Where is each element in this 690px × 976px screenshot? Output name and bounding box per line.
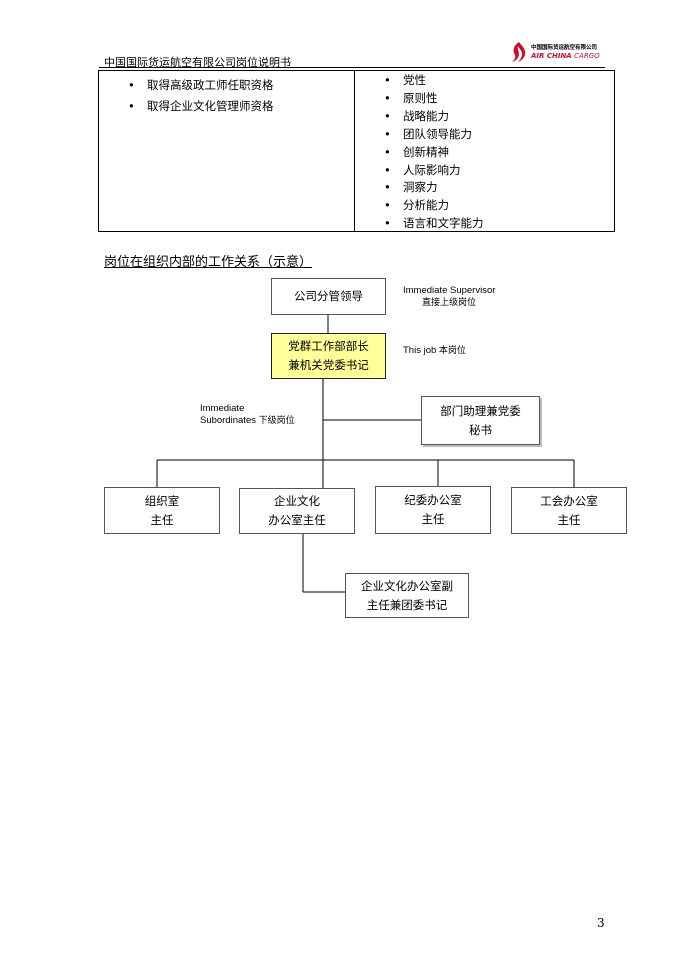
subordinates-annotation: Immediate Subordinates 下级岗位 xyxy=(200,403,295,427)
document-title: 中国国际货运航空有限公司岗位说明书 xyxy=(104,56,291,69)
org-box-label: 纪委办公室 xyxy=(404,493,462,507)
org-box-label: 企业文化办公室副 xyxy=(361,578,453,593)
org-box-label: 主任 xyxy=(421,512,445,526)
qualification-list: 取得高级政工师任职资格 取得企业文化管理师资格 xyxy=(123,75,274,117)
annotation-en: Immediate xyxy=(200,403,245,414)
annotation-en: Immediate Supervisor xyxy=(403,285,496,296)
list-item: 分析能力 xyxy=(379,197,484,215)
org-box-label: 主任兼团委书记 xyxy=(366,597,448,612)
org-box-label: 组织室 xyxy=(144,493,180,508)
org-box-sub-culture-deputy: 企业文化办公室副 主任兼团委书记 xyxy=(345,573,469,618)
company-logo: 中国国际货运航空有限公司 AIR CHINA CARGO xyxy=(510,41,606,65)
this-job-annotation: This job 本岗位 xyxy=(403,345,466,357)
org-box-label: 党群工作部部长 xyxy=(288,339,369,353)
org-box-supervisor: 公司分管领导 xyxy=(271,278,386,315)
org-box-label: 兼机关党委书记 xyxy=(288,358,369,372)
org-box-sub-culture: 企业文化 办公室主任 xyxy=(239,488,355,534)
logo-text-air-china: AIR CHINA xyxy=(531,52,572,60)
org-box-label: 工会办公室 xyxy=(540,493,598,508)
supervisor-annotation: Immediate Supervisor 直接上级岗位 xyxy=(403,285,495,309)
header-rule xyxy=(99,67,605,68)
competency-list: 党性 原则性 战略能力 团队领导能力 创新精神 人际影响力 洞察力 分析能力 语… xyxy=(379,72,484,233)
list-item: 语言和文字能力 xyxy=(379,215,484,233)
logo-text-cargo: CARGO xyxy=(574,52,600,60)
requirements-table: 取得高级政工师任职资格 取得企业文化管理师资格 党性 原则性 战略能力 团队领导… xyxy=(98,70,615,233)
table-column-divider xyxy=(354,71,355,231)
list-item: 取得企业文化管理师资格 xyxy=(123,96,274,117)
annotation-cn: 直接上级岗位 xyxy=(422,298,477,308)
org-box-label: 办公室主任 xyxy=(268,513,326,527)
org-box-label: 主任 xyxy=(150,512,174,527)
phoenix-logo-icon xyxy=(512,42,526,62)
list-item: 党性 xyxy=(379,72,484,90)
org-box-assistant: 部门助理兼党委 秘书 xyxy=(421,396,540,445)
list-item: 原则性 xyxy=(379,90,484,108)
org-box-current-job: 党群工作部部长 兼机关党委书记 xyxy=(271,333,386,379)
list-item: 战略能力 xyxy=(379,108,484,126)
org-box-sub-discipline: 纪委办公室 主任 xyxy=(375,486,491,534)
list-item: 人际影响力 xyxy=(379,162,484,180)
annotation-cn: 下级岗位 xyxy=(258,416,295,426)
annotation-cn: 本岗位 xyxy=(438,346,466,356)
org-box-label: 企业文化 xyxy=(274,494,320,508)
org-box-label: 主任 xyxy=(557,512,581,527)
logo-text-cn: 中国国际货运航空有限公司 xyxy=(531,45,598,51)
org-box-sub-organization: 组织室 主任 xyxy=(104,487,220,534)
page-number: 3 xyxy=(597,916,605,930)
org-box-label: 秘书 xyxy=(469,422,492,437)
logo-text-en: AIR CHINA CARGO xyxy=(531,52,600,60)
list-item: 取得高级政工师任职资格 xyxy=(123,75,274,96)
list-item: 团队领导能力 xyxy=(379,126,484,144)
annotation-en: Subordinates xyxy=(200,415,256,426)
org-section-heading: 岗位在组织内部的工作关系（示意） xyxy=(104,255,313,270)
list-item: 创新精神 xyxy=(379,144,484,162)
org-box-label: 部门助理兼党委 xyxy=(440,403,521,418)
list-item: 洞察力 xyxy=(379,179,484,197)
org-box-label: 公司分管领导 xyxy=(294,289,363,303)
org-box-sub-union: 工会办公室 主任 xyxy=(511,487,627,534)
annotation-en: This job xyxy=(403,345,437,356)
